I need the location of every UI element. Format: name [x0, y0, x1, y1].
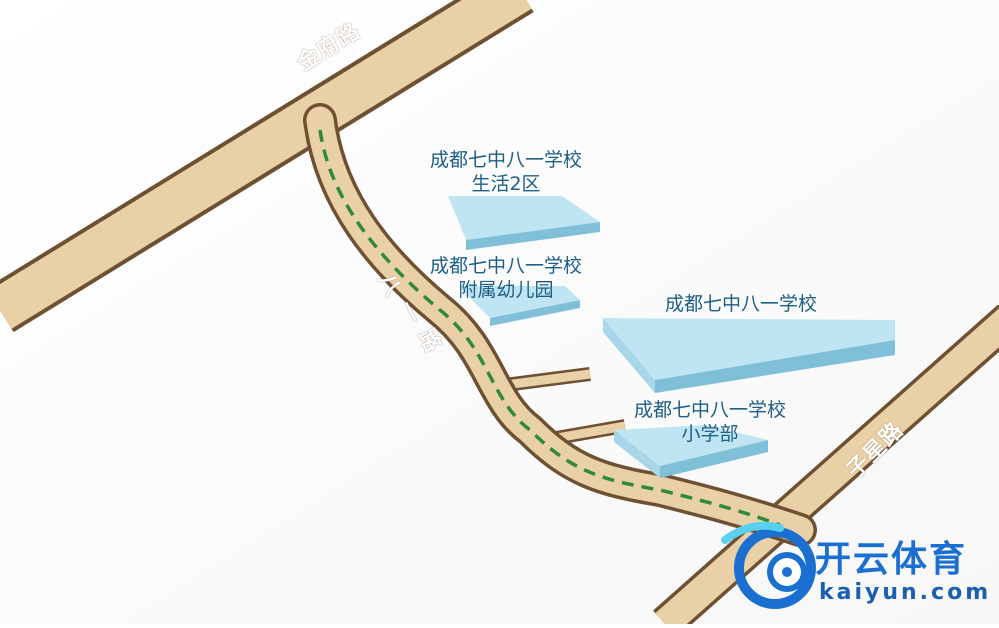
logo-chinese-text: 开云体育 — [815, 539, 968, 580]
building-primary — [614, 425, 768, 478]
building-main-school — [603, 318, 895, 393]
building-kindergarten — [458, 286, 580, 326]
side-road-upper — [504, 367, 591, 392]
label-living-zone: 成都七中八一学校 生活2区 — [430, 149, 583, 195]
jinfu-road — [0, 0, 534, 333]
building-living-zone — [448, 196, 600, 250]
logo-english-text: kaiyun.com — [819, 580, 992, 605]
kaiyun-logo: 开云体育 kaiyun.com — [712, 526, 992, 616]
label-primary: 成都七中八一学校 小学部 — [634, 399, 787, 445]
route-dashed-line — [318, 129, 781, 527]
logo-emblem-icon — [721, 521, 816, 609]
bayi-road — [303, 103, 817, 547]
label-main-school: 成都七中八一学校 — [665, 293, 818, 315]
label-kindergarten: 成都七中八一学校 附属幼儿园 — [430, 255, 583, 301]
zixing-road — [653, 304, 999, 628]
